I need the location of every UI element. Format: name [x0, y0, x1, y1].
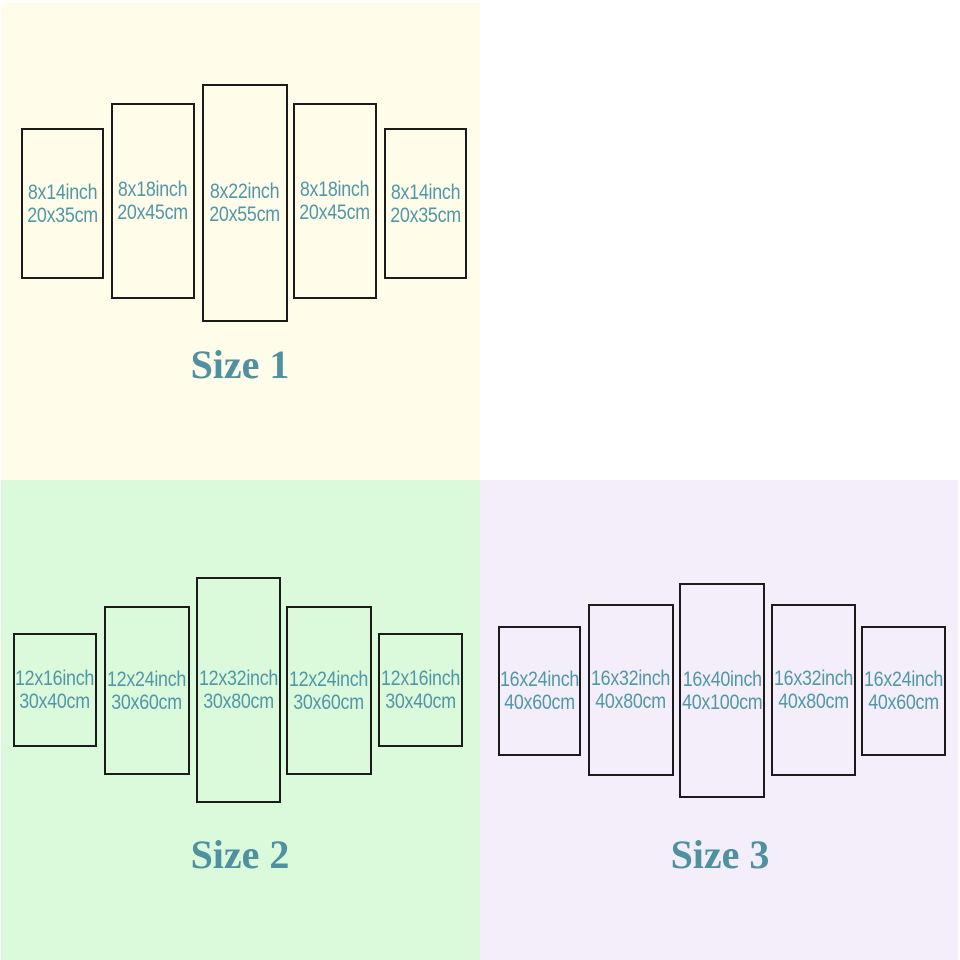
canvas-panel: 12x24inch 30x60cm	[104, 606, 190, 775]
panel-size-label: 12x16inch 30x40cm	[381, 667, 460, 713]
quadrant-size-2: 12x16inch 30x40cm 12x24inch 30x60cm 12x3…	[0, 480, 480, 960]
canvas-panel: 12x16inch 30x40cm	[13, 633, 97, 747]
panel-size-inch: 16x24inch	[863, 668, 944, 691]
canvas-panel: 12x32inch 30x80cm	[196, 577, 281, 803]
canvas-panel: 8x18inch 20x45cm	[293, 103, 377, 299]
panel-size-inch: 16x32inch	[591, 667, 671, 690]
panel-size-cm: 20x45cm	[117, 201, 189, 224]
quadrant-size-1: 8x14inch 20x35cm 8x18inch 20x45cm 8x22in…	[0, 0, 480, 480]
canvas-panel: 8x14inch 20x35cm	[21, 128, 104, 279]
panel-size-cm: 20x45cm	[299, 201, 371, 224]
panel-size-inch: 12x16inch	[15, 667, 95, 690]
panel-size-inch: 8x14inch	[27, 180, 98, 204]
canvas-panel: 16x40inch 40x100cm	[679, 583, 765, 798]
panel-size-label: 16x24inch 40x60cm	[864, 668, 943, 714]
panel-size-inch: 8x18inch	[300, 178, 370, 201]
panel-size-cm: 30x80cm	[203, 690, 274, 713]
panel-size-cm: 30x40cm	[385, 690, 456, 713]
canvas-panel: 12x16inch 30x40cm	[378, 633, 463, 747]
canvas-panel: 8x18inch 20x45cm	[111, 103, 195, 299]
panel-size-inch: 8x22inch	[210, 180, 280, 203]
panel-size-inch: 8x14inch	[390, 180, 461, 204]
quadrant-title: Size 2	[190, 832, 290, 877]
quadrant-size-3: 16x24inch 40x60cm 16x32inch 40x80cm 16x4…	[480, 480, 960, 960]
canvas-panel: 8x14inch 20x35cm	[384, 128, 467, 279]
panel-size-cm: 40x100cm	[681, 690, 763, 714]
panel-size-inch: 12x24inch	[289, 667, 369, 691]
panel-size-cm: 40x60cm	[868, 691, 939, 714]
quadrant-title: Size 1	[190, 342, 290, 387]
panel-size-label: 16x32inch 40x80cm	[591, 667, 670, 713]
panel-size-label: 16x40inch 40x100cm	[681, 667, 763, 714]
panel-size-inch: 12x32inch	[198, 667, 279, 690]
panel-size-label: 8x18inch 20x45cm	[300, 178, 371, 224]
panel-size-label: 8x18inch 20x45cm	[118, 178, 189, 224]
panel-size-cm: 20x35cm	[390, 203, 461, 227]
panel-size-label: 12x16inch 30x40cm	[15, 667, 94, 713]
canvas-panel: 16x32inch 40x80cm	[771, 604, 856, 776]
panel-size-cm: 30x40cm	[19, 690, 91, 713]
panel-size-label: 16x24inch 40x60cm	[500, 668, 579, 714]
panel-size-label: 8x14inch 20x35cm	[390, 181, 461, 227]
panel-size-label: 8x22inch 20x55cm	[210, 180, 281, 226]
panel-size-label: 12x24inch 30x60cm	[107, 668, 186, 714]
canvas-panel: 16x24inch 40x60cm	[498, 626, 581, 756]
panel-size-label: 12x24inch 30x60cm	[289, 668, 368, 714]
panel-size-label: 12x32inch 30x80cm	[199, 667, 278, 713]
panel-size-inch: 16x32inch	[773, 667, 854, 690]
panel-size-cm: 30x60cm	[293, 690, 365, 714]
panel-size-label: 8x14inch 20x35cm	[27, 181, 98, 227]
panel-size-inch: 12x16inch	[380, 667, 461, 690]
canvas-panel: 12x24inch 30x60cm	[286, 606, 372, 775]
panel-size-cm: 40x80cm	[595, 690, 667, 713]
panel-size-inch: 16x24inch	[499, 668, 580, 691]
page-edge-top	[0, 0, 960, 3]
panel-size-cm: 40x60cm	[504, 691, 575, 714]
page-edge-right	[958, 0, 960, 960]
panel-size-cm: 40x80cm	[778, 690, 849, 713]
panel-size-cm: 30x60cm	[111, 690, 183, 714]
panel-size-cm: 20x55cm	[209, 203, 281, 226]
canvas-panel: 8x22inch 20x55cm	[202, 84, 288, 322]
panel-size-cm: 20x35cm	[27, 203, 98, 227]
panel-size-inch: 12x24inch	[107, 667, 187, 691]
panel-size-inch: 8x18inch	[118, 178, 188, 201]
canvas-panel: 16x24inch 40x60cm	[861, 626, 946, 756]
panel-size-inch: 16x40inch	[682, 667, 762, 691]
page-edge-left	[0, 0, 1, 960]
quadrant-title: Size 3	[670, 832, 770, 877]
panel-size-label: 16x32inch 40x80cm	[774, 667, 853, 713]
canvas-panel: 16x32inch 40x80cm	[588, 604, 674, 776]
